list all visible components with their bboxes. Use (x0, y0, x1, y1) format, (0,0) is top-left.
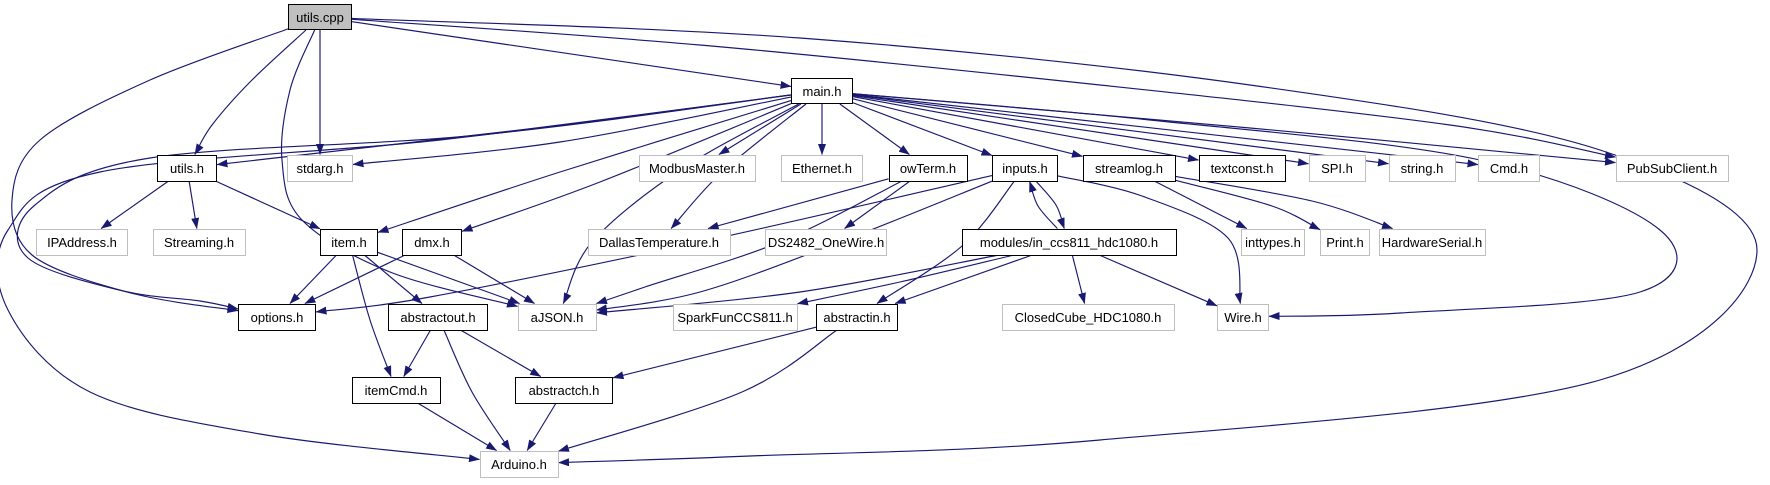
edge-main-h-to-modbusmaster-h (718, 103, 802, 155)
edge-inputs-h-to-ajson-h (596, 180, 993, 313)
edge-main-h-to-textconst-h (852, 96, 1199, 163)
edge-utils-cpp-to-arduino-h (351, 17, 1758, 467)
edge-abstractin-h-to-abstractch-h (612, 326, 817, 380)
edge-dmx-h-to-ajson-h (454, 255, 535, 304)
node-textconst-h[interactable]: textconst.h (1198, 154, 1286, 182)
edge-modules-in-ccs811-hdc1080-h-to-wire-h (1100, 254, 1218, 307)
node-closedcube-hdc1080-h: ClosedCube_HDC1080.h (1001, 303, 1175, 331)
node-arduino-h: Arduino.h (479, 450, 559, 478)
node-utils-cpp: utils.cpp (288, 4, 352, 30)
edge-streamlog-h-to-print-h (1175, 179, 1321, 231)
node-wire-h: Wire.h (1217, 303, 1269, 331)
node-main-h[interactable]: main.h (791, 78, 853, 104)
node-ipaddress-h: IPAddress.h (36, 228, 128, 256)
node-inputs-h[interactable]: inputs.h (992, 154, 1058, 182)
node-abstractch-h[interactable]: abstractch.h (515, 376, 613, 404)
edge-main-h-to-inputs-h (852, 102, 993, 157)
node-streamlog-h[interactable]: streamlog.h (1082, 154, 1176, 182)
edge-owterm-h-to-ajson-h (596, 180, 902, 305)
edge-main-h-to-stdarg-h (352, 96, 792, 168)
edge-utils-h-to-streaming-h (188, 181, 200, 229)
node-stdarg-h: stdarg.h (287, 154, 353, 182)
edge-modules-in-ccs811-hdc1080-h-to-ajson-h (596, 254, 997, 316)
edge-modules-in-ccs811-hdc1080-h-to-abstractin-h (894, 254, 1032, 305)
edge-main-h-to-options-h (16, 94, 792, 313)
node-pubsubclient-h: PubSubClient.h (1615, 154, 1729, 182)
edge-main-h-to-string-h (852, 94, 1389, 167)
node-spi-h: SPI.h (1308, 154, 1366, 182)
edge-main-h-to-dmx-h (461, 103, 792, 232)
node-cmd-h: Cmd.h (1478, 154, 1540, 182)
edge-item-h-to-options-h (289, 255, 337, 304)
edge-utils-cpp-to-options-h (11, 28, 289, 311)
node-ethernet-h: Ethernet.h (781, 154, 863, 182)
node-abstractout-h[interactable]: abstractout.h (388, 303, 488, 331)
node-inttypes-h: inttypes.h (1241, 228, 1305, 256)
node-dmx-h[interactable]: dmx.h (402, 228, 462, 256)
node-hardwareserial-h: HardwareSerial.h (1378, 228, 1486, 256)
edge-modules-in-ccs811-hdc1080-h-to-sparkfunccs811-h (797, 254, 1013, 306)
node-dallastemperature-h: DallasTemperature.h (587, 228, 731, 256)
node-options-h[interactable]: options.h (238, 303, 316, 331)
edge-main-h-to-cmd-h (852, 93, 1479, 168)
node-print-h: Print.h (1320, 228, 1370, 256)
edge-main-h-to-spi-h (852, 95, 1309, 167)
edge-utils-cpp-to-ajson-h (280, 29, 518, 308)
edge-inputs-h-to-modules-in-ccs811-hdc1080-h (1035, 181, 1065, 229)
edge-main-h-to-item-h (377, 100, 792, 233)
edge-owterm-h-to-dallastemperature-h (707, 178, 889, 230)
edge-abstractout-h-to-arduino-h (443, 330, 511, 451)
edge-main-h-to-arduino-h (0, 94, 792, 463)
node-ajson-h: aJSON.h (517, 303, 597, 331)
edge-utils-cpp-to-utils-h (194, 29, 307, 155)
edge-item-h-to-ajson-h (377, 251, 521, 305)
node-item-h[interactable]: item.h (320, 228, 378, 256)
edge-owterm-h-to-ds2482-onewire-h (844, 181, 910, 229)
edge-abstractin-h-to-arduino-h (558, 330, 837, 452)
edge-abstractout-h-to-abstractch-h (461, 330, 542, 377)
edge-main-h-to-owterm-h (839, 103, 910, 155)
node-abstractin-h[interactable]: abstractin.h (816, 303, 898, 331)
edge-modules-in-ccs811-hdc1080-h-to-closedcube-hdc1080-h (1071, 255, 1086, 304)
node-string-h: string.h (1388, 154, 1456, 182)
edge-main-h-to-ajson-h (562, 103, 799, 304)
node-itemcmd-h[interactable]: itemCmd.h (351, 376, 441, 404)
node-owterm-h[interactable]: owTerm.h (888, 154, 968, 182)
node-utils-h[interactable]: utils.h (157, 154, 217, 182)
edge-item-h-to-itemcmd-h (352, 255, 392, 377)
node-ds2482-onewire-h: DS2482_OneWire.h (765, 228, 887, 256)
edge-utils-h-to-item-h (216, 180, 321, 230)
edge-modules-in-ccs811-hdc1080-h-to-inputs-h (1029, 181, 1058, 229)
node-streaming-h: Streaming.h (152, 228, 246, 256)
edge-utils-cpp-to-pubsubclient-h (351, 18, 1616, 160)
edge-streamlog-h-to-hardwareserial-h (1175, 175, 1393, 230)
edge-main-h-to-wire-h (852, 93, 1678, 321)
node-modbusmaster-h: ModbusMaster.h (638, 154, 756, 182)
edge-abstractch-h-to-arduino-h (526, 403, 557, 451)
edge-dmx-h-to-options-h (304, 254, 405, 305)
edge-main-h-to-streamlog-h (852, 98, 1083, 158)
edge-item-h-to-abstractout-h (364, 255, 423, 304)
edge-streamlog-h-to-inttypes-h (1155, 180, 1248, 230)
edge-utils-cpp-to-main-h (351, 21, 792, 89)
node-sparkfunccs811-h: SparkFunCCS811.h (672, 303, 798, 331)
edge-abstractout-h-to-itemcmd-h (403, 330, 431, 377)
edge-itemcmd-h-to-arduino-h (418, 403, 497, 451)
edge-inputs-h-to-options-h (315, 174, 993, 315)
edge-utils-h-to-ipaddress-h (100, 181, 169, 229)
node-modules-in-ccs811-hdc1080-h[interactable]: modules/in_ccs811_hdc1080.h (961, 228, 1177, 256)
edge-inputs-h-to-wire-h (1057, 175, 1243, 304)
